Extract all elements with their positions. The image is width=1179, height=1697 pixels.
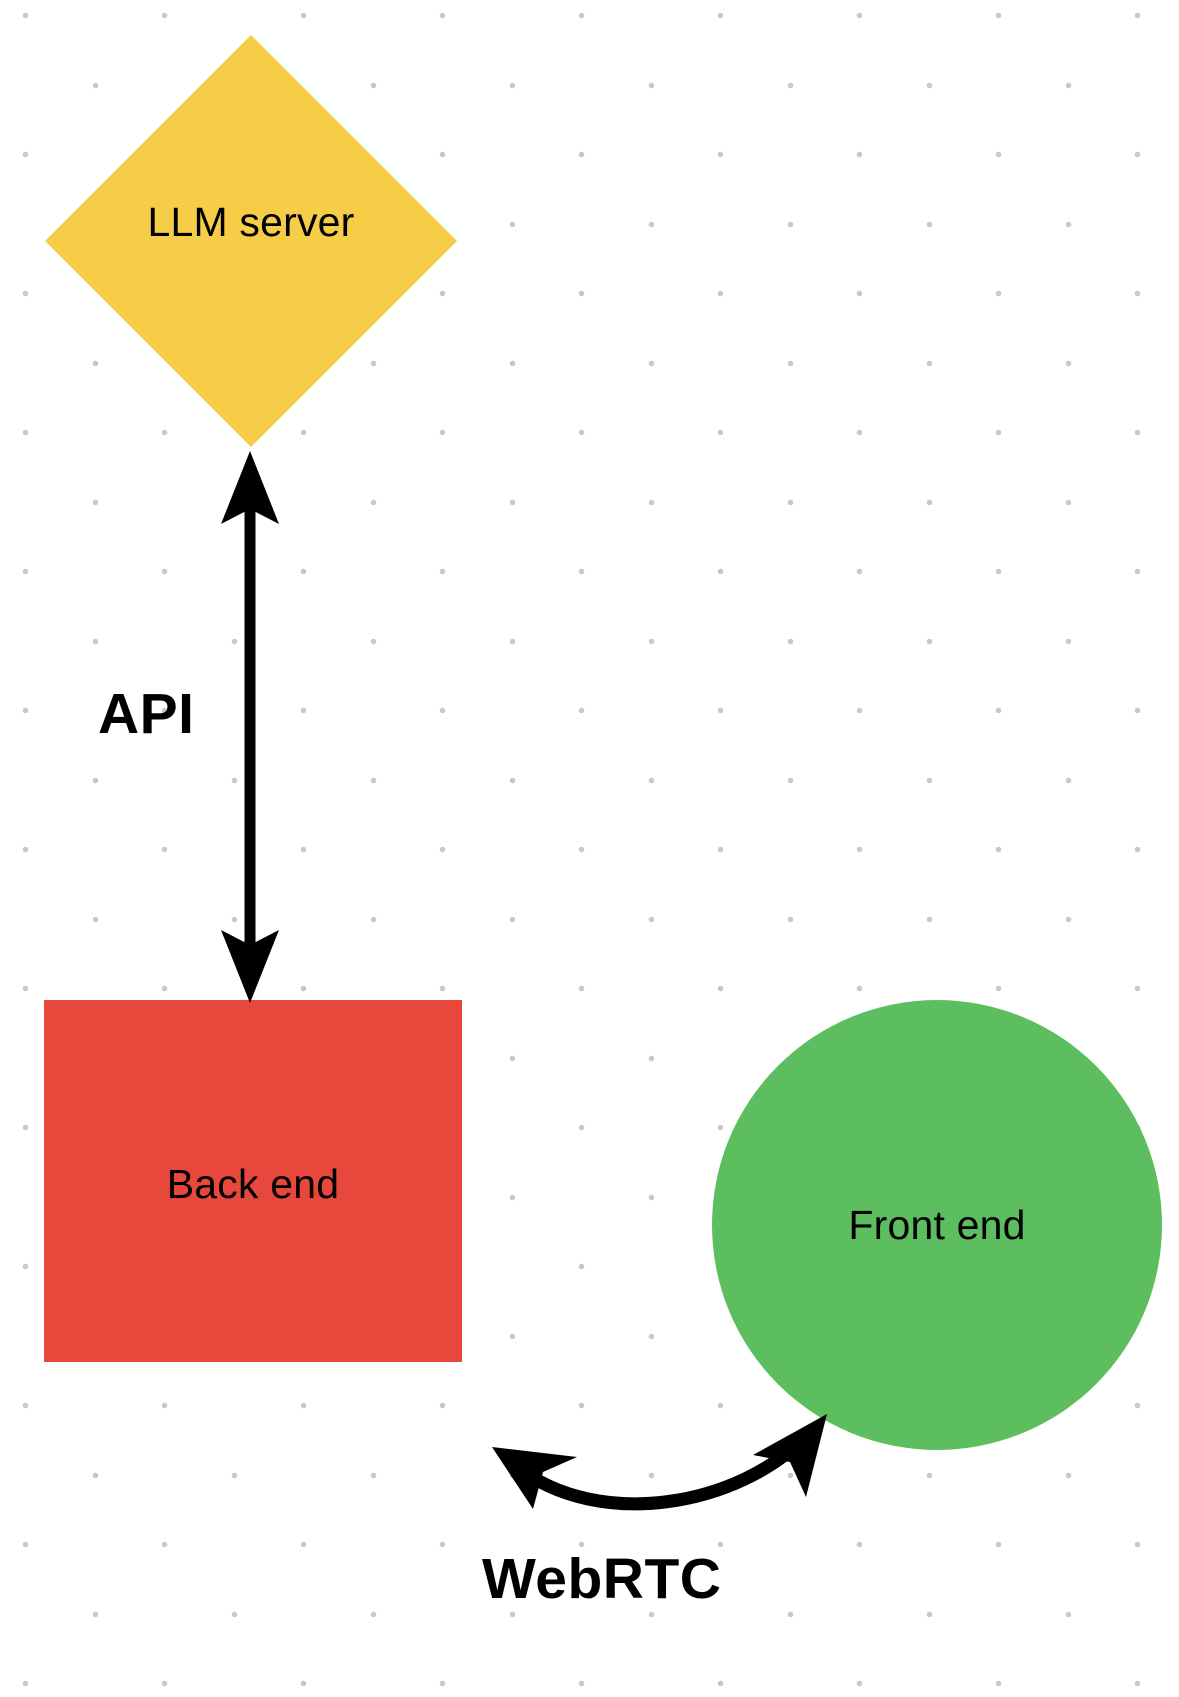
node-front-end-label: Front end <box>848 1202 1026 1248</box>
node-front-end[interactable]: Front end <box>712 1000 1162 1450</box>
arrowhead-down <box>221 930 279 1003</box>
node-back-end[interactable]: Back end <box>44 1000 462 1362</box>
edge-label-api: API <box>98 682 195 746</box>
edge-api[interactable] <box>221 451 279 1003</box>
node-llm-server[interactable]: LLM server <box>45 35 457 447</box>
square-shape <box>44 1000 462 1362</box>
circle-shape <box>712 1000 1162 1450</box>
node-back-end-label: Back end <box>166 1160 340 1207</box>
diamond-shape <box>45 35 457 447</box>
arrowhead-up <box>221 451 279 524</box>
node-llm-server-label: LLM server <box>147 198 355 245</box>
arrowhead-left <box>492 1447 577 1509</box>
edge-label-webrtc: WebRTC <box>482 1547 722 1611</box>
